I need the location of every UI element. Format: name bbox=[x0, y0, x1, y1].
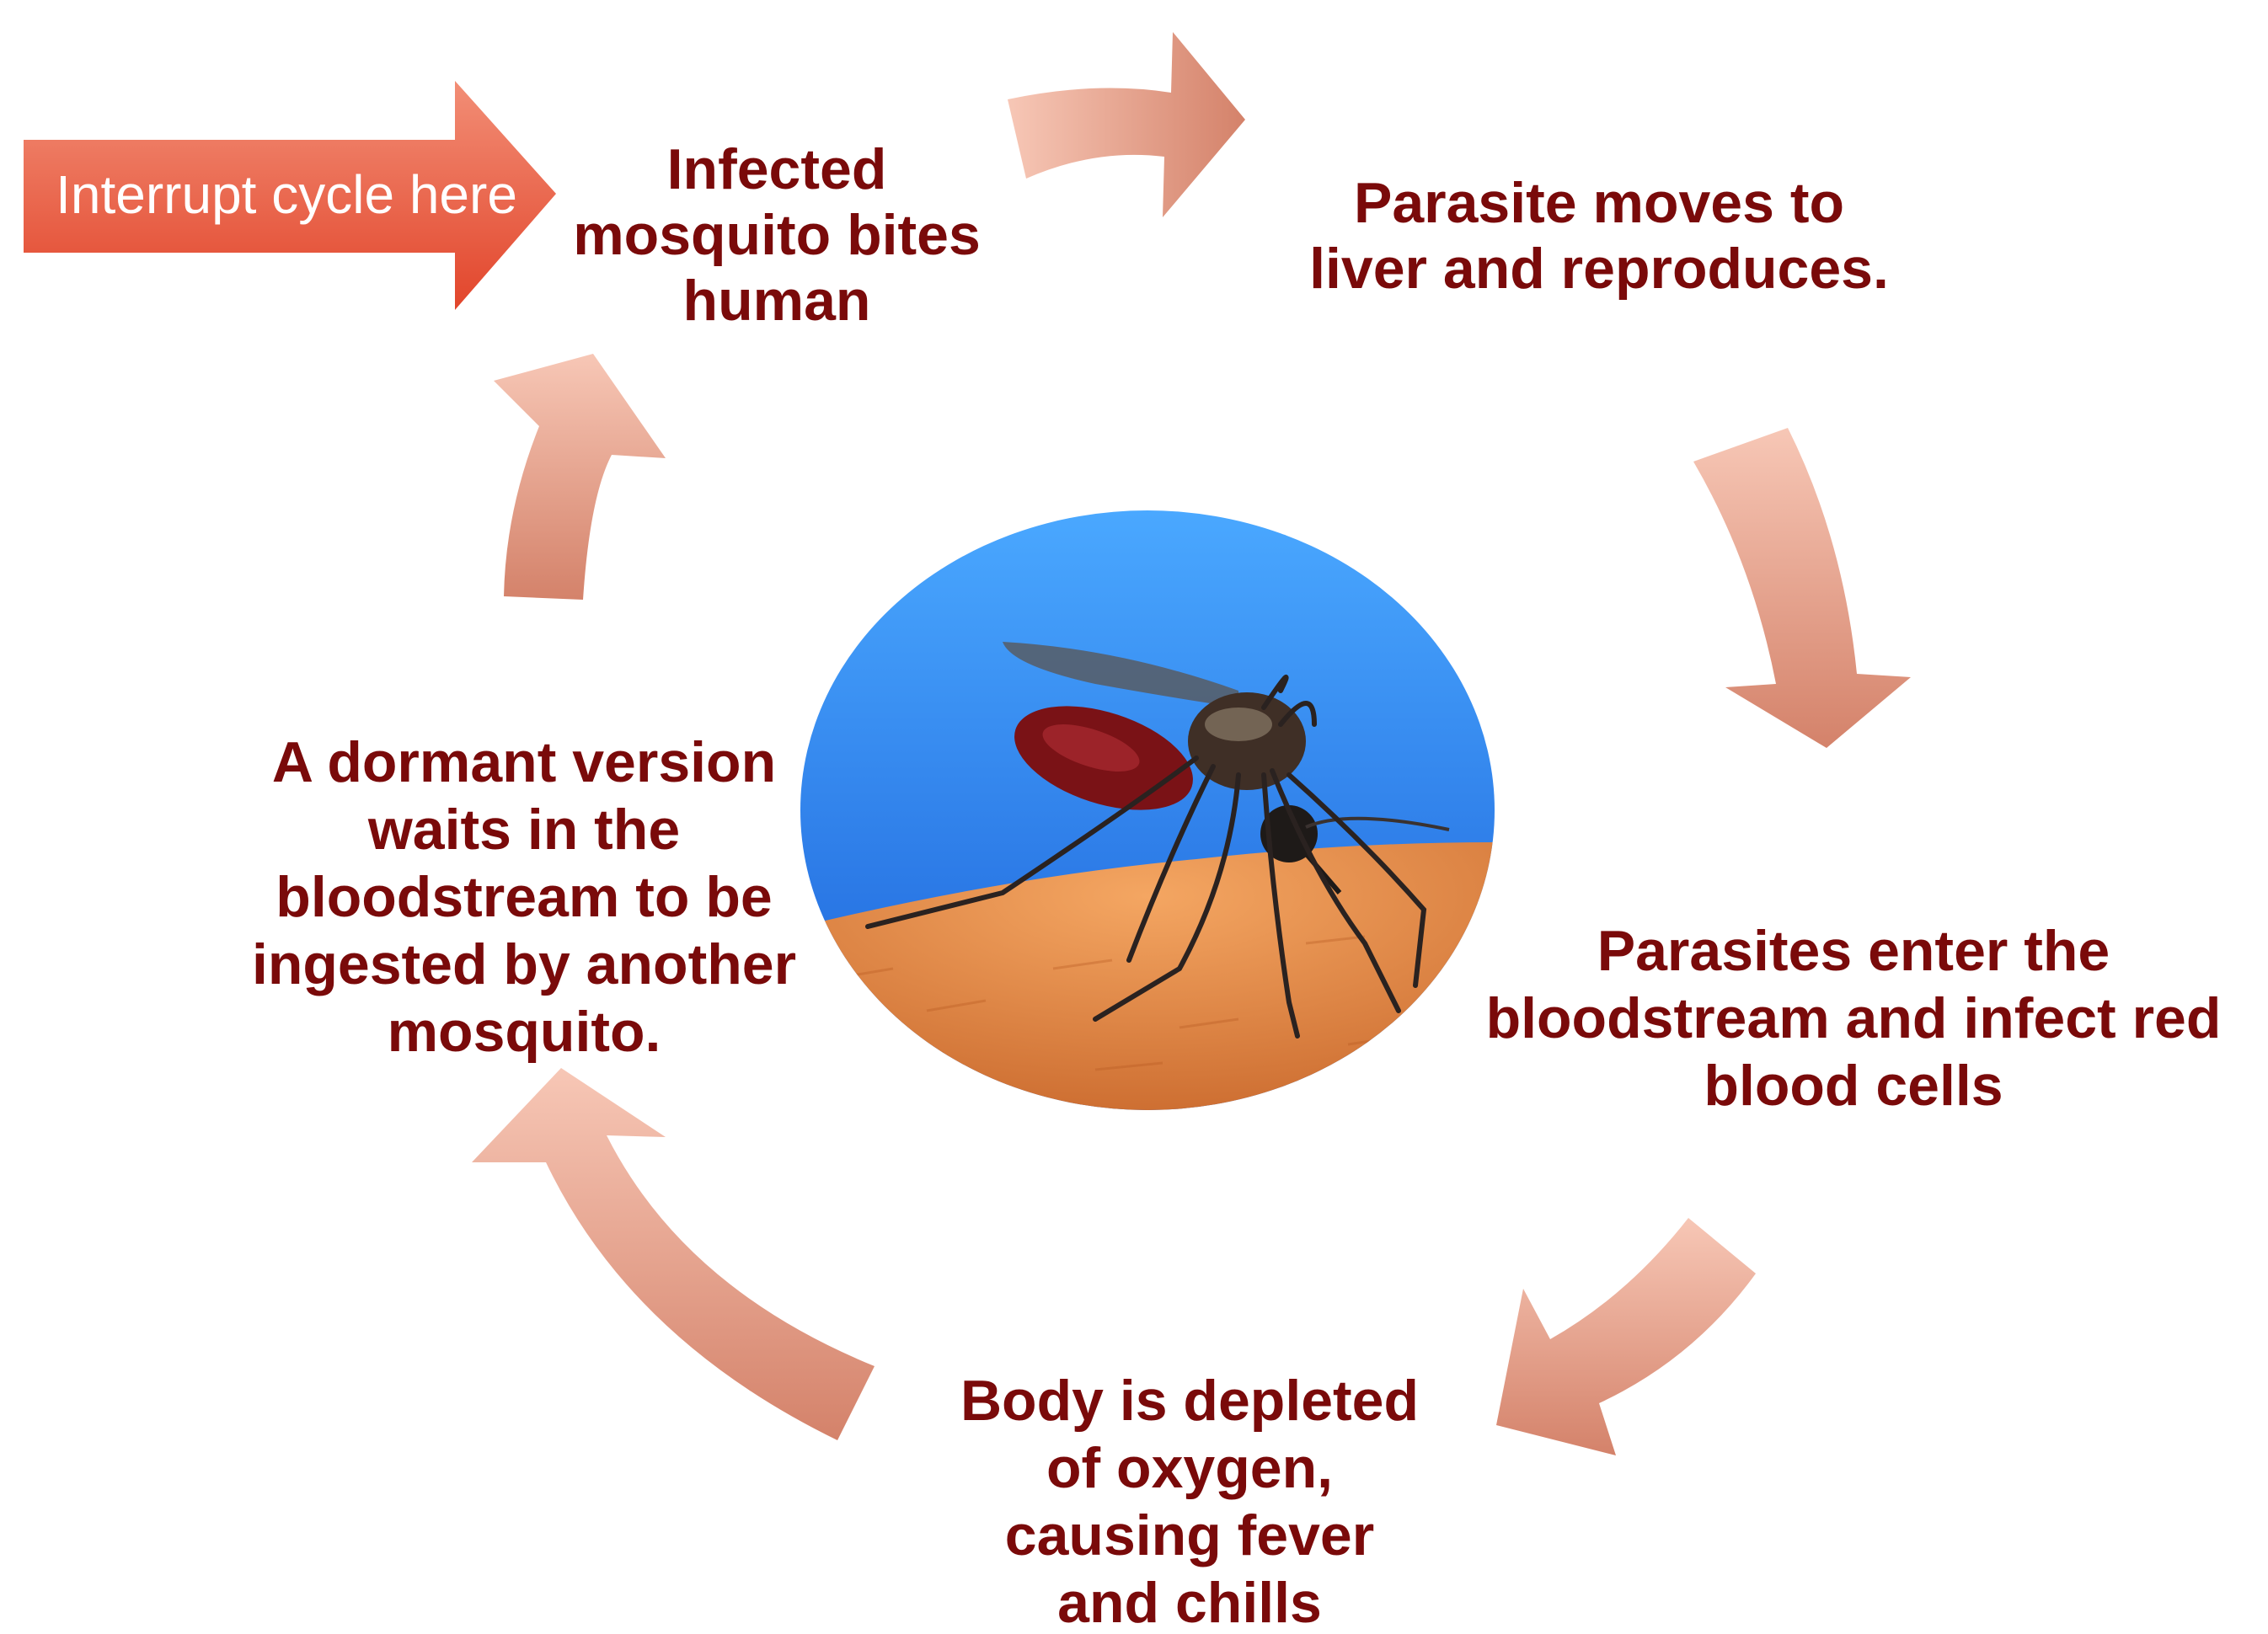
curved-arrow-icon bbox=[1693, 428, 1911, 748]
step-symptoms-line-4: and chills bbox=[1057, 1571, 1322, 1634]
curved-arrow-icon bbox=[1008, 32, 1245, 217]
step-bite: Infected mosquito bites human bbox=[573, 137, 981, 333]
step-symptoms-line-1: Body is depleted bbox=[960, 1369, 1419, 1433]
step-liver-line-1: Parasite moves to bbox=[1354, 171, 1844, 235]
step-blood: Parasites enter the bloodstream and infe… bbox=[1486, 919, 2222, 1118]
step-blood-line-2: bloodstream and infect red bbox=[1486, 986, 2222, 1050]
arrow-dormant-to-bite bbox=[494, 354, 666, 600]
step-dormant-line-5: mosquito. bbox=[388, 1000, 661, 1064]
step-blood-line-3: blood cells bbox=[1704, 1054, 2003, 1118]
step-dormant-line-3: bloodstream to be bbox=[275, 865, 772, 929]
arrow-liver-to-blood bbox=[1693, 428, 1911, 748]
step-bite-line-3: human bbox=[683, 269, 871, 333]
arrow-blood-to-symptoms bbox=[1496, 1218, 1756, 1455]
arrow-bite-to-liver bbox=[1008, 32, 1245, 217]
curved-arrow-icon bbox=[1496, 1218, 1756, 1455]
step-symptoms-line-2: of oxygen, bbox=[1046, 1436, 1333, 1500]
center-image bbox=[800, 510, 1495, 1110]
arrow-symptoms-to-dormant bbox=[472, 1068, 875, 1440]
curved-arrow-icon bbox=[472, 1068, 875, 1440]
interrupt-callout-label: Interrupt cycle here bbox=[56, 164, 517, 225]
step-symptoms-line-3: causing fever bbox=[1005, 1503, 1374, 1567]
step-liver: Parasite moves to liver and reproduces. bbox=[1309, 171, 1889, 301]
step-dormant-line-4: ingested by another bbox=[252, 932, 796, 996]
step-bite-line-2: mosquito bites bbox=[573, 203, 981, 267]
step-dormant: A dormant version waits in the bloodstre… bbox=[252, 730, 796, 1064]
curved-arrow-icon bbox=[494, 354, 666, 600]
step-dormant-line-2: waits in the bbox=[367, 798, 680, 862]
step-blood-line-1: Parasites enter the bbox=[1597, 919, 2110, 983]
step-symptoms: Body is depleted of oxygen, causing feve… bbox=[960, 1369, 1419, 1634]
step-bite-line-1: Infected bbox=[667, 137, 887, 201]
interrupt-callout: Interrupt cycle here bbox=[24, 81, 556, 310]
step-dormant-line-1: A dormant version bbox=[272, 730, 776, 794]
step-liver-line-2: liver and reproduces. bbox=[1309, 237, 1889, 301]
